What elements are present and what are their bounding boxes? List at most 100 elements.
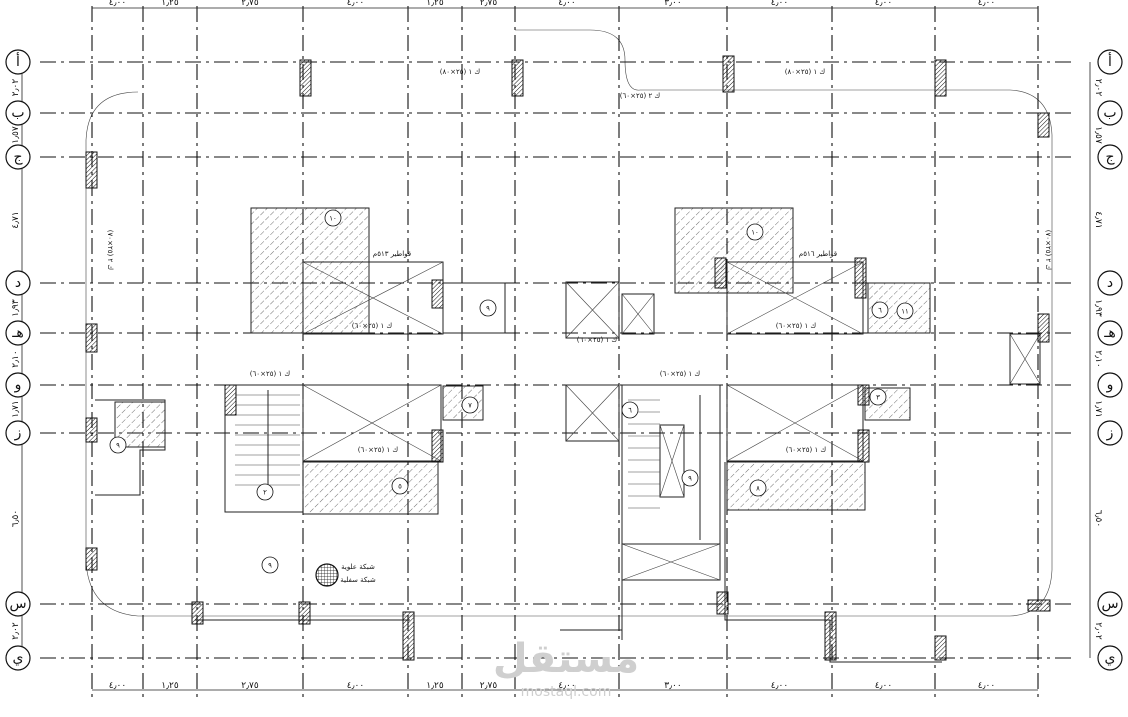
dimension-label: ٤٫٠٠ bbox=[978, 0, 995, 8]
column bbox=[934, 59, 947, 97]
dimension-label: ٤٫٠٠ bbox=[771, 681, 788, 691]
grid-bubble bbox=[1097, 372, 1123, 398]
slab-number-circle bbox=[681, 469, 699, 487]
grid-bubble-label: د bbox=[15, 275, 21, 291]
dimension-label: ٤٫٠٠ bbox=[109, 0, 126, 8]
column bbox=[85, 417, 98, 443]
dimension-label: ٤٫٠٠ bbox=[558, 681, 575, 691]
dimension-label: ٤٫٠٠ bbox=[875, 0, 892, 8]
slab-number: ٦ bbox=[628, 407, 632, 415]
column bbox=[299, 59, 312, 97]
slab-number: ٦ bbox=[878, 307, 882, 315]
grid-bubble bbox=[1097, 100, 1123, 126]
beam-label: ك ١ (٢٥×٦٠) bbox=[250, 370, 291, 378]
column bbox=[716, 591, 729, 615]
column bbox=[431, 279, 444, 309]
hatched-area bbox=[726, 461, 866, 511]
dimension-label: ٤٫٠٠ bbox=[771, 0, 788, 8]
beam-label: ك ١ (٢٥×٦٠) bbox=[577, 336, 618, 344]
stair-treads bbox=[235, 390, 701, 540]
annotation-text: قواطير ٥١٣م bbox=[373, 250, 411, 258]
dimension-label: ٤٫٠٠ bbox=[978, 681, 995, 691]
beam-label: ك ١ (٢٥×٦٠) bbox=[352, 322, 393, 330]
column bbox=[714, 257, 727, 289]
slab-number: ١٠ bbox=[751, 229, 759, 237]
column bbox=[224, 384, 237, 416]
grid-bubble-label: و bbox=[1106, 377, 1114, 393]
slab-number-circle bbox=[869, 388, 887, 406]
grid-bubble-label: ب bbox=[11, 105, 24, 121]
dimension-label: ٤٫٠٠ bbox=[875, 681, 892, 691]
beam-label: ك ٢ (٢٥×٧٠) bbox=[106, 230, 114, 271]
dimension-label: ١٫٧١ bbox=[11, 400, 21, 417]
grid-bubble bbox=[5, 320, 31, 346]
slab-number: ٩ bbox=[268, 562, 272, 570]
dimension-label: ١٫٢٥ bbox=[426, 681, 444, 691]
grid-bubble-label: هـ bbox=[11, 325, 23, 341]
column bbox=[85, 547, 98, 571]
hatched-area bbox=[250, 207, 370, 334]
annotation-text: قواطير ٥١٦م bbox=[799, 250, 837, 258]
dimension-label: ٢٫٠٢ bbox=[11, 79, 21, 97]
column bbox=[1037, 313, 1050, 343]
legend-top-mesh: شبكة علوية bbox=[341, 563, 375, 571]
grid-bubble-label: ي bbox=[1105, 650, 1116, 666]
grid-bubble bbox=[1097, 420, 1123, 446]
beam-label: ك ١ (٢٥×٦٠) bbox=[358, 446, 399, 454]
grid-bubble bbox=[1097, 49, 1123, 75]
dimension-label: ٢٫٧٥ bbox=[241, 681, 259, 691]
dimension-label: ٦٫٥٠ bbox=[1093, 510, 1103, 527]
grid-bubble bbox=[5, 420, 31, 446]
slab-number: ٧ bbox=[468, 402, 472, 410]
beam-label: ك ١ (٢٥×٦٠) bbox=[660, 370, 701, 378]
grid-bubble-label: هـ bbox=[1103, 325, 1115, 341]
dimension-label: ٤٫٠٠ bbox=[347, 681, 364, 691]
grid-bubble bbox=[5, 372, 31, 398]
grid-bubble bbox=[1097, 144, 1123, 170]
grid-bubble-label: و bbox=[14, 377, 22, 393]
column bbox=[934, 635, 947, 661]
grid-bubble-label: ب bbox=[1103, 105, 1116, 121]
column bbox=[857, 429, 870, 463]
dimension-label: ٢٫٧٥ bbox=[480, 0, 498, 8]
left-dimension-labels: ٢٫٠٢١٫٥٧٤٫٧١١٫٩٣٢٫١٠١٫٧١٦٫٥٠٢٫٠٢ bbox=[11, 79, 21, 640]
column bbox=[402, 611, 415, 661]
column bbox=[824, 611, 837, 661]
dimension-label: ١٫٧١ bbox=[1093, 400, 1103, 417]
dimension-label: ٢٫١٠ bbox=[1093, 350, 1103, 367]
column bbox=[298, 601, 311, 625]
dimension-label: ٣٫٠٠ bbox=[664, 681, 681, 691]
slab-number-circle bbox=[621, 401, 639, 419]
column bbox=[191, 601, 204, 625]
slab-number-circle bbox=[871, 301, 889, 319]
column bbox=[85, 323, 98, 353]
grid-bubble bbox=[5, 144, 31, 170]
column bbox=[511, 59, 524, 97]
grid-bubble-label: أ bbox=[16, 52, 20, 70]
legend-bottom-mesh: شبكة سفلية bbox=[340, 576, 376, 584]
slab-number-circle bbox=[746, 223, 764, 241]
slab-number: ٢ bbox=[263, 489, 267, 497]
slab-number-circle bbox=[749, 479, 767, 497]
grid-bubble-label: د bbox=[1107, 275, 1113, 291]
beam-labels: ك ١ (٢٥×٨٠)ك ١ (٢٥×٨٠)ك ٢ (٢٥×٦٠)ك ١ (٢٥… bbox=[106, 68, 1052, 454]
columns bbox=[85, 55, 1051, 661]
dimension-label: ٢٫٧٥ bbox=[480, 681, 498, 691]
column bbox=[854, 257, 867, 299]
grid-bubble bbox=[5, 100, 31, 126]
dimension-label: ١٫٩٣ bbox=[1093, 299, 1103, 317]
slab-number-circle bbox=[324, 209, 342, 227]
dimension-label: ١٫٥٧ bbox=[1093, 126, 1103, 144]
beam-label: ك ٢ (٢٥×٦٠) bbox=[620, 92, 661, 100]
column bbox=[1037, 112, 1050, 138]
grid-bubble bbox=[1097, 645, 1123, 671]
grid-bubble-label: أ bbox=[1108, 52, 1112, 70]
slab-number-circle bbox=[109, 436, 127, 454]
slab-number-circle bbox=[261, 556, 279, 574]
slab-number: ٣ bbox=[876, 394, 880, 402]
dimension-label: ٢٫٠٢ bbox=[1093, 79, 1103, 97]
